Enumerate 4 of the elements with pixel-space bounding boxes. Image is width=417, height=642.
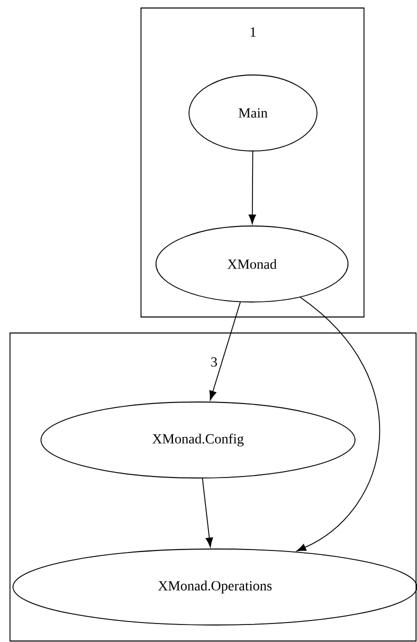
arrow [209,302,241,400]
arrow [248,151,256,224]
arrow [202,478,213,548]
arrow [296,296,380,552]
